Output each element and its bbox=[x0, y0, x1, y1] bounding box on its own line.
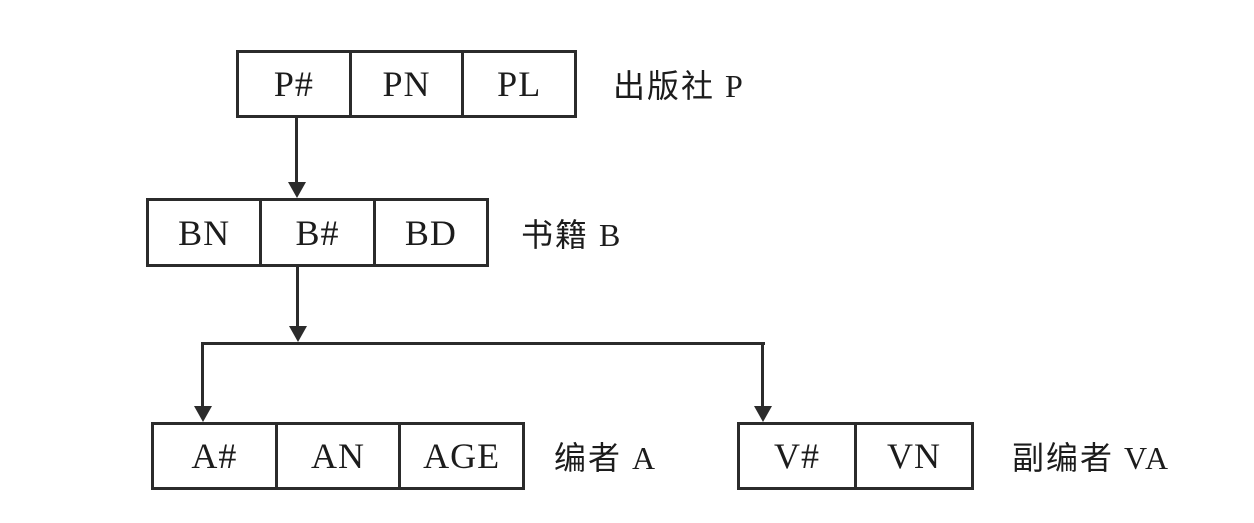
arrowhead-down-icon bbox=[754, 406, 772, 422]
field-cell-bd: BD bbox=[372, 201, 486, 264]
record-publisher: P# PN PL bbox=[236, 50, 577, 118]
record-book: BN B# BD bbox=[146, 198, 489, 267]
field-cell-p-number: P# bbox=[273, 64, 314, 104]
field-cell-age: AGE bbox=[398, 425, 522, 487]
field-cell-b-number: B# bbox=[259, 201, 372, 264]
field-cell-vn: VN bbox=[854, 425, 971, 487]
record-label-publisher: 出版社 P bbox=[613, 68, 745, 104]
field-cell-pn: PN bbox=[348, 53, 462, 115]
record-editor: A# AN AGE bbox=[151, 422, 525, 490]
arrowhead-down-icon bbox=[194, 406, 212, 422]
connector-line-junction-deputy-editor bbox=[761, 342, 764, 406]
connector-line-publisher-book bbox=[295, 118, 298, 182]
record-label-deputy-editor: 副编者 VA bbox=[1012, 440, 1171, 476]
connector-branch-line bbox=[202, 342, 765, 345]
record-label-editor: 编者 A bbox=[554, 440, 658, 476]
record-label-book: 书籍 B bbox=[521, 216, 623, 253]
arrowhead-down-icon bbox=[288, 182, 306, 198]
field-cell-v-number: V# bbox=[774, 436, 820, 476]
connector-line-book-junction bbox=[296, 267, 299, 326]
field-cell-a-number: A# bbox=[191, 436, 238, 476]
arrowhead-down-icon bbox=[289, 326, 307, 342]
field-cell-bn: BN bbox=[178, 212, 231, 253]
field-cell-pl: PL bbox=[461, 53, 574, 115]
field-cell-an: AN bbox=[274, 425, 399, 487]
connector-line-junction-editor bbox=[201, 342, 204, 406]
record-deputy-editor: V# VN bbox=[737, 422, 974, 490]
